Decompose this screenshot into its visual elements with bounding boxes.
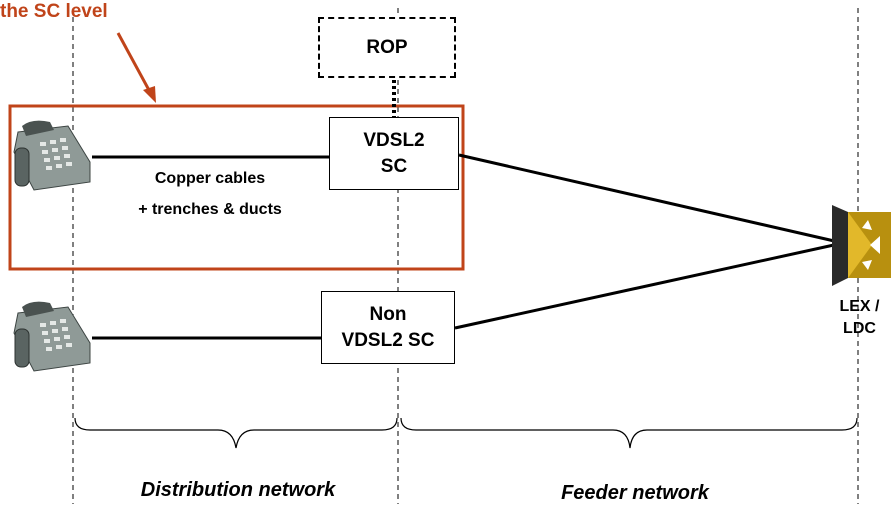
exchange-icon xyxy=(832,205,891,286)
copper-label-line2: + trenches & ducts xyxy=(138,201,282,218)
non-vdsl2-sc-line1: Non xyxy=(369,303,407,325)
copper-label: Copper cables + trenches & ducts xyxy=(100,163,320,225)
rop-label: ROP xyxy=(366,36,408,58)
telephone-icon xyxy=(13,120,91,191)
exchange-label: LEX / LDC xyxy=(828,296,891,340)
non-vdsl2-sc-box: Non VDSL2 SC xyxy=(321,291,455,364)
sc-level-highlight xyxy=(8,104,465,271)
copper-label-line1: Copper cables xyxy=(154,170,266,187)
brace-distribution xyxy=(74,417,398,449)
vdsl2-sc-line1: VDSL2 xyxy=(363,129,425,151)
feeder-network-label: Feeder network xyxy=(561,482,709,504)
exchange-label-line1: LEX / xyxy=(839,298,880,315)
callout-text: the SC level xyxy=(0,1,108,22)
feeder-line-top xyxy=(458,153,844,245)
telephone-icon xyxy=(13,301,91,372)
feeder-line-bottom xyxy=(454,241,844,330)
distribution-network-label: Distribution network xyxy=(140,479,336,501)
arrow-icon xyxy=(116,32,156,103)
vdsl2-sc-box: VDSL2 SC xyxy=(329,117,459,190)
vdsl2-sc-line2: SC xyxy=(380,155,408,177)
rop-box: ROP xyxy=(318,17,456,78)
non-vdsl2-sc-line2: VDSL2 SC xyxy=(341,329,435,351)
exchange-label-line2: LDC xyxy=(843,320,876,337)
brace-feeder xyxy=(400,417,858,449)
